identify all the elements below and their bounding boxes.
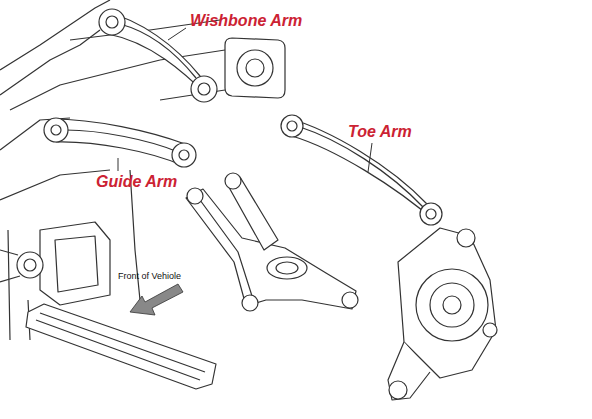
toe-arm bbox=[281, 115, 442, 225]
direction-arrow bbox=[130, 284, 183, 315]
part-label: Guide Arm bbox=[96, 173, 177, 191]
part-label: Toe Arm bbox=[348, 123, 412, 141]
wheel-knuckle bbox=[388, 228, 497, 400]
part-label: Wishbone Arm bbox=[190, 12, 302, 30]
lower-control-arm bbox=[186, 173, 358, 311]
guide-arm bbox=[44, 118, 196, 167]
leader-lines bbox=[118, 28, 372, 172]
direction-note: Front of Vehiole bbox=[118, 271, 181, 281]
lower-link-bar bbox=[26, 304, 216, 389]
